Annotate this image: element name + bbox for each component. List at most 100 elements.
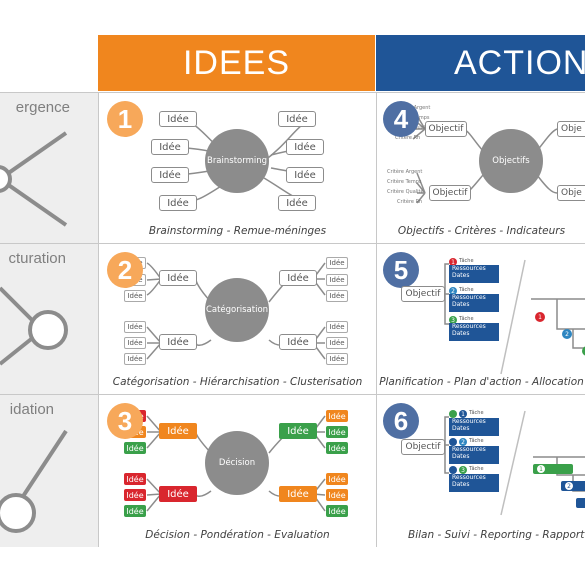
green-idea-node: Idée bbox=[326, 426, 348, 438]
sub-idea-node: Idée bbox=[326, 290, 348, 302]
cell-brainstorming: 1 Idée Idée Idée Idée Idée Idée Idée Idé… bbox=[98, 92, 376, 243]
progress-quarter-icon bbox=[449, 466, 457, 474]
gantt-task-1-icon: 1 bbox=[535, 312, 545, 322]
task-card: Ressources Dates bbox=[449, 474, 499, 492]
task-card: Ressources Dates bbox=[449, 446, 499, 464]
criterion-label: Critère Rh bbox=[395, 135, 421, 141]
idea-node: Idée bbox=[278, 195, 316, 211]
caption-objectifs: Objectifs - Critères - Indicateurs bbox=[397, 225, 566, 237]
orange-idea-node: Idée bbox=[326, 473, 348, 485]
task-card: Ressources Dates bbox=[449, 418, 499, 436]
planification-links bbox=[444, 259, 585, 375]
objective-node: Objectif bbox=[401, 286, 445, 302]
header-idees: IDEES bbox=[98, 35, 375, 91]
objective-node-cut: Obje bbox=[557, 121, 585, 137]
idea-node: Idée bbox=[159, 111, 197, 127]
cell-decision: Idée Idée Idée 3 Idée Idée Idée Idée Idé… bbox=[98, 394, 376, 547]
criterion-label: Critère Argent bbox=[387, 169, 423, 175]
orange-idea-node: Idée bbox=[159, 423, 197, 439]
task-number-icon: 3 bbox=[459, 466, 467, 474]
row-label-text: idation bbox=[9, 401, 54, 418]
task-card: Ressources Dates bbox=[449, 294, 499, 312]
green-idea-node: Idée bbox=[279, 423, 317, 439]
gantt-task-1-icon: 1 bbox=[537, 465, 545, 473]
cell-bilan: 6 Objectif 1 Tâche Ressources Dates 2 Tâ… bbox=[376, 394, 585, 547]
criterion-label: Critère Rh bbox=[397, 199, 423, 205]
criterion-label: Critère Qualité bbox=[387, 189, 424, 195]
gantt-task-3-icon: 3 bbox=[582, 346, 585, 356]
caption-categorisation: Catégorisation - Hiérarchisation - Clust… bbox=[112, 376, 363, 388]
task-number-icon: 2 bbox=[449, 287, 457, 295]
gantt-bar-planned bbox=[576, 498, 585, 508]
row-label-structuration: cturation bbox=[0, 243, 98, 394]
sub-idea-node: Idée bbox=[326, 274, 348, 286]
caption-bilan: Bilan - Suivi - Reporting - Rapport d' bbox=[408, 529, 585, 541]
step-badge-1: 1 bbox=[107, 101, 143, 137]
red-idea-node: Idée bbox=[159, 486, 197, 502]
hub-decision: Décision bbox=[205, 431, 269, 495]
idea-node: Idée bbox=[159, 270, 197, 286]
gantt-bar-done bbox=[533, 464, 573, 474]
progress-half-icon bbox=[449, 438, 457, 446]
green-idea-node: Idée bbox=[124, 442, 146, 454]
sub-idea-node: Idée bbox=[124, 290, 146, 302]
gantt-bar-progress bbox=[561, 481, 585, 491]
task-label: Tâche bbox=[469, 438, 484, 444]
red-idea-node: Idée bbox=[124, 473, 146, 485]
sub-idea-node: Idée bbox=[326, 321, 348, 333]
objective-node: Objectif bbox=[429, 185, 471, 201]
caption-planification: Planification - Plan d'action - Allocati… bbox=[379, 376, 584, 388]
task-label: Tâche bbox=[469, 410, 484, 416]
row-label-validation: idation bbox=[0, 394, 98, 547]
idea-node: Idée bbox=[286, 139, 324, 155]
step-badge-5: 5 bbox=[383, 252, 419, 288]
sub-idea-node: Idée bbox=[124, 353, 146, 365]
task-label: Tâche bbox=[459, 316, 474, 322]
sub-idea-node: Idée bbox=[326, 353, 348, 365]
orange-idea-node: Idée bbox=[279, 486, 317, 502]
green-idea-node: Idée bbox=[326, 505, 348, 517]
progress-full-icon bbox=[449, 410, 457, 418]
divergence-icon bbox=[0, 131, 68, 227]
idea-node: Idée bbox=[286, 167, 324, 183]
caption-brainstorming: Brainstorming - Remue-méninges bbox=[148, 225, 327, 237]
orange-idea-node: Idée bbox=[326, 410, 348, 422]
idea-node: Idée bbox=[151, 139, 189, 155]
green-idea-node: Idée bbox=[326, 442, 348, 454]
idea-node: Idée bbox=[151, 167, 189, 183]
validation-icon bbox=[0, 429, 68, 533]
sub-idea-node: Idée bbox=[124, 321, 146, 333]
cell-planification: 5 Objectif 1 Tâche Ressources Dates 2 Tâ… bbox=[376, 243, 585, 394]
objective-node-cut: Obje bbox=[557, 185, 585, 201]
objective-node: Objectif bbox=[425, 121, 467, 137]
sub-idea-node: Idée bbox=[326, 337, 348, 349]
hub-objectifs: Objectifs bbox=[479, 129, 543, 193]
hub-brainstorming: Brainstorming bbox=[205, 129, 269, 193]
orange-idea-node: Idée bbox=[326, 489, 348, 501]
structuration-icon bbox=[0, 286, 68, 366]
step-badge-4: 4 bbox=[383, 101, 419, 137]
task-label: Tâche bbox=[459, 258, 474, 264]
hub-categorisation: Catégorisation bbox=[205, 278, 269, 342]
gantt-task-2-icon: 2 bbox=[565, 482, 573, 490]
red-idea-node: Idée bbox=[124, 489, 146, 501]
step-badge-3: 3 bbox=[107, 403, 143, 439]
cell-objectifs: Critère Argent Critère Temps Critère Qua… bbox=[376, 92, 585, 243]
caption-decision: Décision - Pondération - Evaluation bbox=[145, 529, 330, 541]
sub-idea-node: Idée bbox=[326, 257, 348, 269]
task-card: Ressources Dates bbox=[449, 265, 499, 283]
header-actions: ACTIONS bbox=[376, 35, 585, 91]
task-number-icon: 1 bbox=[449, 258, 457, 266]
step-badge-6: 6 bbox=[383, 403, 419, 439]
task-label: Tâche bbox=[459, 287, 474, 293]
task-number-icon: 1 bbox=[459, 410, 467, 418]
row-label-text: ergence bbox=[15, 99, 70, 116]
idea-node: Idée bbox=[279, 270, 317, 286]
row-label-text: cturation bbox=[8, 250, 66, 267]
idea-node: Idée bbox=[279, 334, 317, 350]
idea-node: Idée bbox=[278, 111, 316, 127]
task-number-icon: 3 bbox=[449, 316, 457, 324]
green-idea-node: Idée bbox=[124, 505, 146, 517]
gantt-task-2-icon: 2 bbox=[562, 329, 572, 339]
task-card: Ressources Dates bbox=[449, 323, 499, 341]
